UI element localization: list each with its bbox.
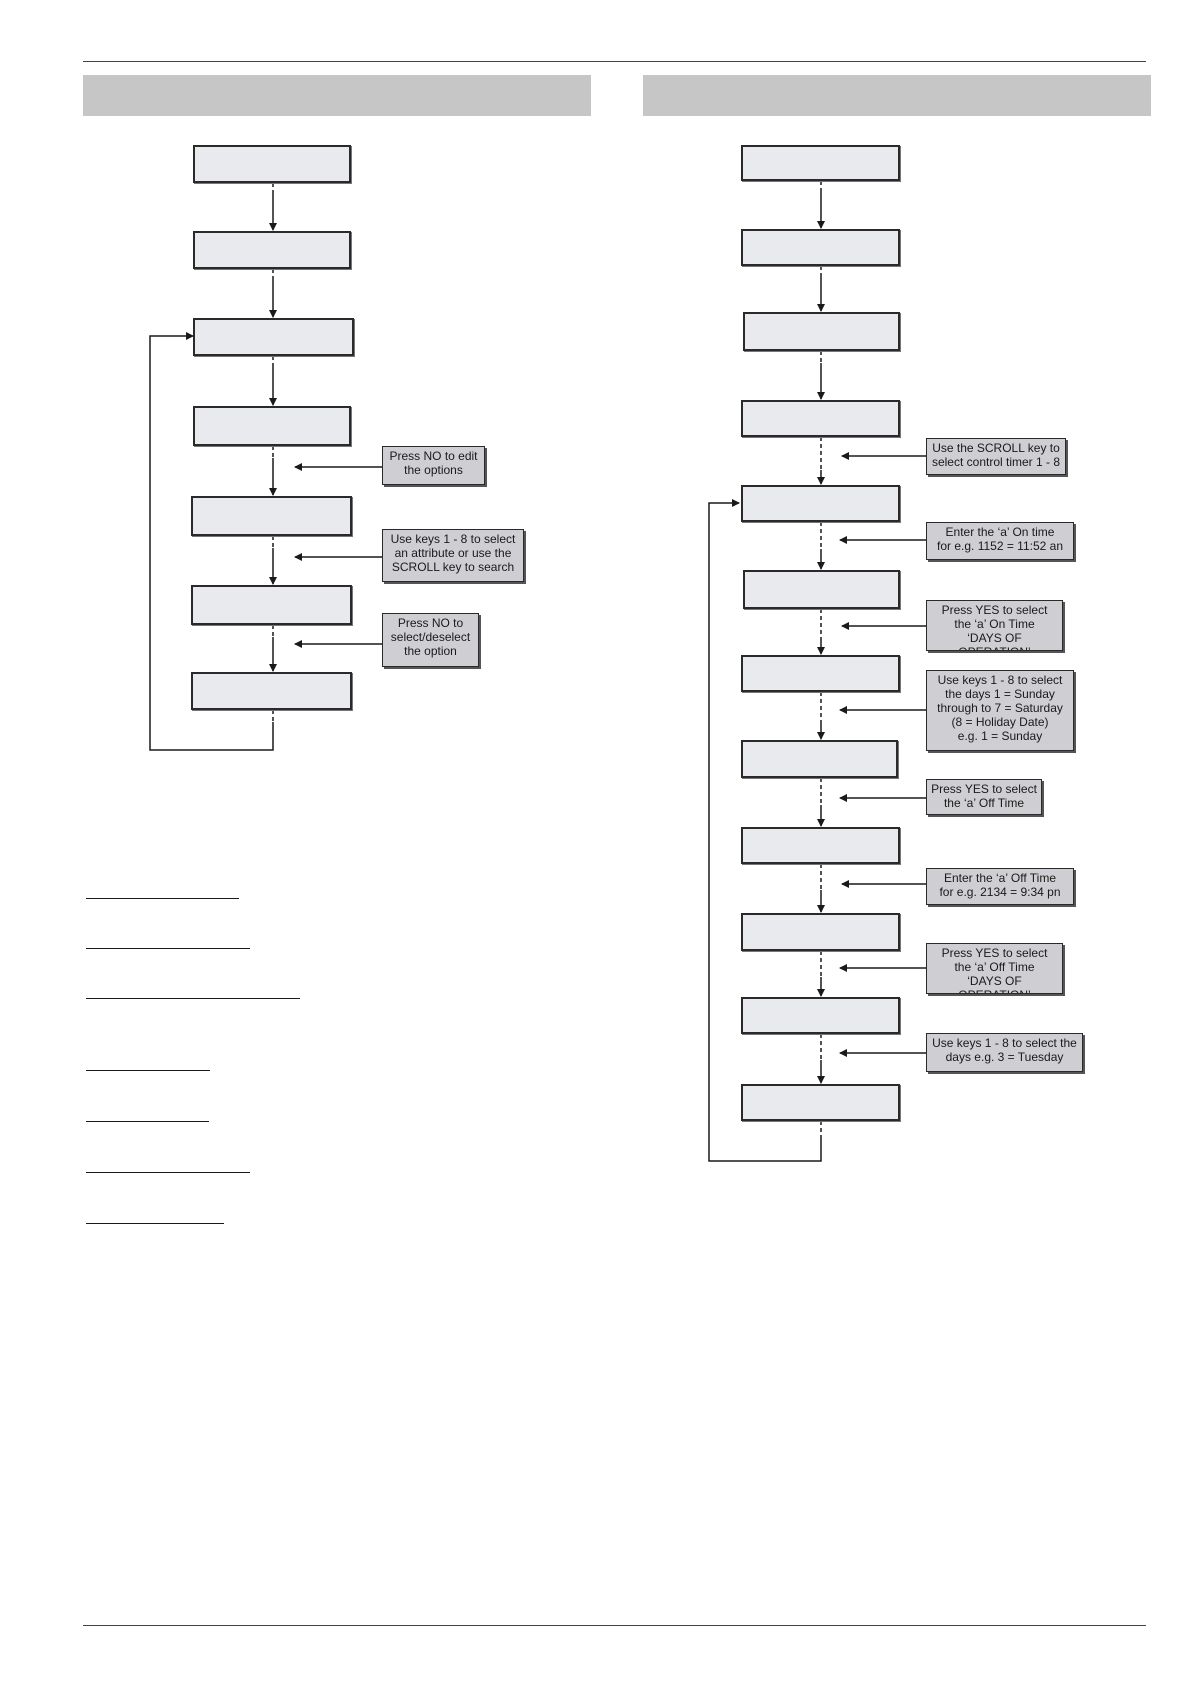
right-note-enter-off-time: Enter the ‘a’ Off Time for e.g. 2134 = 9… bbox=[926, 868, 1074, 905]
right-display-box-10 bbox=[741, 913, 900, 951]
right-display-box-1 bbox=[741, 145, 900, 181]
left-display-box-2 bbox=[193, 231, 351, 269]
left-underline-7 bbox=[86, 1223, 224, 1224]
left-underline-2 bbox=[86, 948, 250, 949]
right-display-box-7 bbox=[741, 655, 900, 692]
right-display-box-4 bbox=[741, 400, 900, 437]
right-display-box-3 bbox=[743, 312, 900, 351]
top-rule bbox=[83, 61, 1146, 62]
left-display-box-4 bbox=[193, 406, 351, 446]
right-loop-line bbox=[708, 499, 822, 1162]
right-section-header bbox=[643, 75, 1151, 116]
right-display-box-12 bbox=[741, 1084, 900, 1121]
left-display-box-7 bbox=[191, 672, 352, 710]
left-note-press-no-select: Press NO to select/deselect the option bbox=[382, 613, 479, 667]
left-display-box-6 bbox=[191, 585, 352, 625]
right-note-select-days-tuesday: Use keys 1 - 8 to select the days e.g. 3… bbox=[926, 1033, 1083, 1072]
right-note-scroll-timer: Use the SCROLL key to select control tim… bbox=[926, 438, 1066, 475]
right-display-box-5 bbox=[741, 485, 900, 522]
right-display-box-2 bbox=[741, 229, 900, 266]
left-note-use-keys-attribute: Use keys 1 - 8 to select an attribute or… bbox=[382, 529, 524, 582]
right-note-yes-off-time: Press YES to select the ‘a’ Off Time bbox=[926, 779, 1042, 815]
left-display-box-3 bbox=[193, 318, 354, 356]
left-underline-4 bbox=[86, 1070, 210, 1071]
bottom-rule bbox=[83, 1625, 1146, 1626]
right-display-box-8 bbox=[741, 740, 898, 778]
left-underline-5 bbox=[86, 1121, 209, 1122]
left-display-box-5 bbox=[191, 496, 352, 536]
left-display-box-1 bbox=[193, 145, 351, 183]
right-note-select-days: Use keys 1 - 8 to select the days 1 = Su… bbox=[926, 670, 1074, 751]
left-section-header bbox=[83, 75, 591, 116]
right-note-enter-on-time: Enter the ‘a’ On time for e.g. 1152 = 11… bbox=[926, 522, 1074, 560]
right-display-box-6 bbox=[743, 570, 900, 609]
right-note-yes-on-days: Press YES to select the ‘a’ On Time ‘DAY… bbox=[926, 600, 1063, 651]
left-underline-1 bbox=[86, 898, 239, 899]
right-display-box-11 bbox=[741, 997, 900, 1034]
left-note-press-no-edit: Press NO to edit the options bbox=[382, 446, 485, 485]
left-underline-3 bbox=[86, 998, 300, 999]
right-display-box-9 bbox=[741, 827, 900, 864]
left-underline-6 bbox=[86, 1172, 250, 1173]
left-loop-line bbox=[149, 332, 274, 751]
right-note-yes-off-days: Press YES to select the ‘a’ Off Time ‘DA… bbox=[926, 943, 1063, 994]
